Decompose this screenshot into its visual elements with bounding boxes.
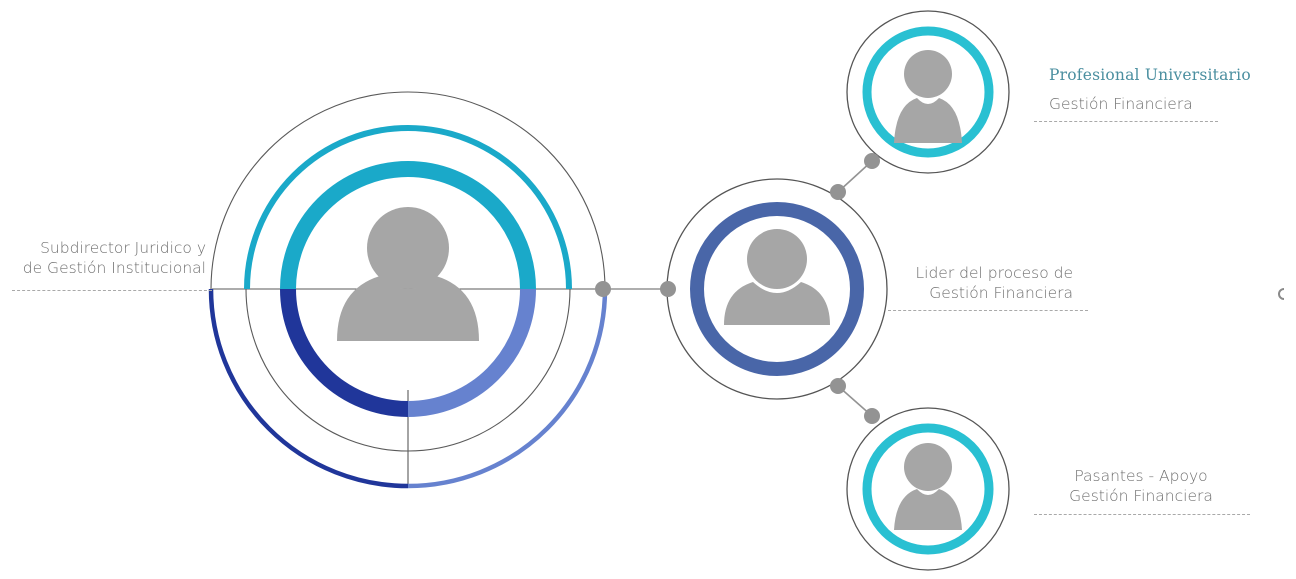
top-outer-ring bbox=[846, 10, 1010, 174]
main-label-divider bbox=[12, 290, 212, 291]
user-avatar-icon bbox=[337, 207, 479, 341]
partial-circle-icon bbox=[1278, 288, 1284, 300]
connector-dot-leader-left bbox=[660, 281, 676, 297]
leader-node[interactable] bbox=[660, 178, 888, 400]
connector-lines bbox=[603, 160, 873, 417]
arc-bottom-left-inner bbox=[280, 288, 409, 417]
bottom-label-divider bbox=[1034, 514, 1250, 515]
bottom-label-line2: Gestión Financiera bbox=[1069, 487, 1213, 505]
top-label-divider bbox=[1034, 121, 1218, 122]
top-color-ring bbox=[862, 26, 994, 158]
bottom-outer-ring bbox=[846, 407, 1010, 571]
connector-dot-leader-top bbox=[830, 184, 846, 200]
leader-node-label: Lider del proceso de Gestión Financiera bbox=[893, 263, 1074, 303]
connector-dot-top bbox=[864, 153, 880, 169]
leader-label-line2: Gestión Financiera bbox=[929, 284, 1073, 302]
bottom-color-ring bbox=[862, 423, 994, 555]
leader-label-line1: Lider del proceso de bbox=[915, 264, 1074, 282]
arc-top-outer bbox=[244, 125, 572, 290]
top-node-title: Profesional Universitario bbox=[1049, 66, 1251, 84]
bottom-node-label: Pasantes - Apoyo Gestión Financiera bbox=[1051, 466, 1231, 506]
bottom-label-line1: Pasantes - Apoyo bbox=[1074, 467, 1208, 485]
leader-label-divider bbox=[888, 310, 1088, 311]
user-avatar-icon bbox=[894, 443, 962, 530]
connector-dot-leader-bottom bbox=[830, 378, 846, 394]
top-node-subtitle: Gestión Financiera bbox=[1049, 95, 1193, 113]
top-node-label: Profesional Universitario Gestión Financ… bbox=[1049, 65, 1251, 114]
main-node-label: Subdirector Juridico y de Gestión Instit… bbox=[12, 238, 206, 278]
leader-color-ring bbox=[690, 202, 864, 376]
connector-dot-bottom bbox=[864, 408, 880, 424]
connector-dot-main bbox=[595, 281, 611, 297]
arc-top-inner bbox=[280, 161, 536, 290]
main-label-line1: Subdirector Juridico y bbox=[40, 239, 206, 257]
arc-bottom-left-outer bbox=[208, 288, 409, 489]
user-avatar-icon bbox=[724, 229, 830, 325]
arc-bottom-right-inner bbox=[407, 288, 536, 417]
main-node[interactable] bbox=[208, 91, 611, 489]
top-node[interactable] bbox=[846, 10, 1010, 174]
bottom-node[interactable] bbox=[846, 407, 1010, 571]
user-avatar-icon bbox=[894, 50, 962, 143]
main-label-line2: de Gestión Institucional bbox=[22, 259, 206, 277]
arc-bottom-right-outer bbox=[407, 288, 608, 489]
